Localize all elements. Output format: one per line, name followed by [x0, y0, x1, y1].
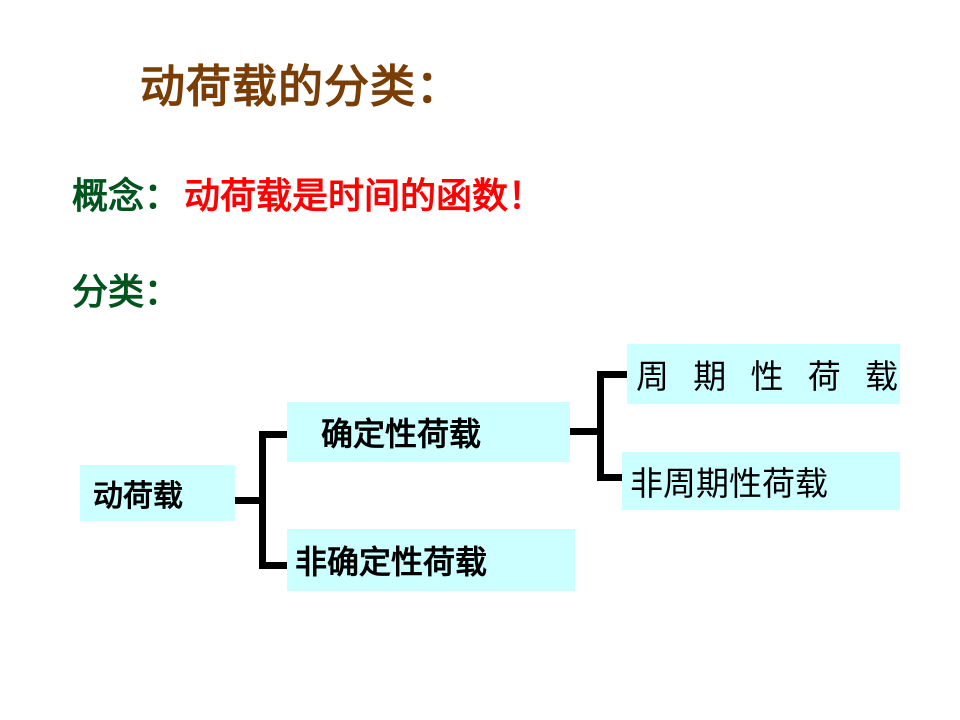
- connector-right-bracket-stem: [597, 371, 604, 481]
- node-dynamic-load: 动荷载: [80, 465, 235, 521]
- connector-left-bracket-bottom: [259, 562, 299, 569]
- connector-right-bracket-top: [597, 371, 634, 378]
- connector-left-bracket-stem: [259, 431, 266, 569]
- concept-value: 动荷载是时间的函数！: [184, 175, 545, 216]
- node-periodic-load: 周 期 性 荷 载: [627, 344, 900, 404]
- node-aperiodic-load: 非周期性荷载: [622, 452, 900, 510]
- classification-label: 分类：: [72, 271, 181, 312]
- node-deterministic-load: 确定性荷载: [287, 402, 570, 462]
- node-nondeterministic-load: 非确定性荷载: [287, 529, 575, 591]
- concept-label: 概念：: [72, 175, 181, 216]
- connector-deterministic-stub: [570, 428, 604, 435]
- page-title: 动荷载的分类：: [140, 61, 463, 112]
- connector-root-stub: [233, 497, 266, 504]
- concept-row: 概念： 动荷载是时间的函数！: [72, 167, 544, 219]
- connector-right-bracket-bottom: [597, 474, 634, 481]
- connector-left-bracket-top: [259, 431, 299, 438]
